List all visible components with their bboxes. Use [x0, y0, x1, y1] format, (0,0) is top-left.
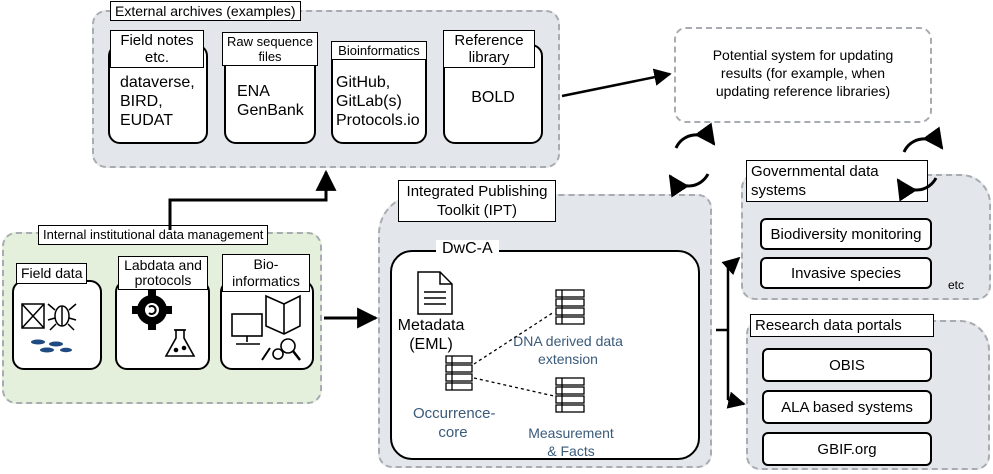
research-portals-title: Research data portals — [750, 314, 934, 337]
archive-item: BIRD, — [120, 93, 163, 110]
gear-icon — [132, 290, 172, 330]
gov-item-biodiversity-monitoring: Biodiversity monitoring — [760, 218, 932, 250]
external-archives-title: External archives (examples) — [110, 1, 301, 21]
archive-header-bioinformatics: Bioinformatics — [331, 41, 427, 60]
portal-item-ala: ALA based systems — [762, 390, 932, 424]
internal-card-label-labdata: Labdata and protocols — [118, 256, 208, 290]
archive-item: GitLab(s) — [336, 93, 402, 110]
archive-item: GitHub, — [336, 74, 391, 91]
metadata-document-icon — [417, 271, 453, 315]
arrow-to-governmental — [721, 256, 741, 276]
gov-item-invasive-species: Invasive species — [760, 257, 932, 289]
internal-card-label-field-data: Field data — [16, 263, 88, 284]
arrow-to-research-portals — [726, 391, 746, 409]
archive-items-raw-sequence: ENA GenBank — [237, 82, 304, 120]
archive-item: dataverse, — [120, 74, 195, 91]
archive-item: ENA — [237, 83, 270, 100]
dwca-measurement-label: Measurement & Facts — [528, 425, 614, 459]
portal-item-gbif: GBIF.org — [762, 432, 932, 466]
archive-items-field-notes: dataverse, BIRD, EUDAT — [120, 73, 195, 130]
archive-header-reference-library: Reference library — [443, 30, 535, 68]
archive-header-field-notes: Field notes etc. — [110, 30, 204, 68]
bioinformatics-icon — [231, 294, 301, 361]
field-data-icon — [21, 303, 77, 331]
measurement-table-icon — [555, 377, 585, 413]
archive-item: Protocols.io — [336, 112, 420, 129]
archive-item: GenBank — [237, 102, 304, 119]
dwca-dna-extension-label: DNA derived data extension — [513, 333, 623, 367]
archive-header-raw-sequence: Raw sequence files — [222, 32, 318, 66]
internal-card-label-bioinformatics: Bio-informatics — [222, 254, 310, 292]
potential-system-box — [674, 27, 932, 123]
dna-extension-table-icon — [555, 289, 585, 325]
portal-item-obis: OBIS — [762, 348, 932, 382]
arrow-internal-to-external — [168, 169, 337, 230]
arrow-external-to-potential — [561, 68, 672, 98]
internal-data-management-title: Internal institutional data management — [38, 225, 269, 245]
dashed-link-occurrence-measurement — [473, 377, 555, 397]
governmental-etc: etc — [948, 278, 965, 292]
fish-icon — [31, 339, 72, 353]
flask-icon — [164, 329, 196, 357]
archive-items-bioinformatics: GitHub, GitLab(s) Protocols.io — [336, 73, 420, 130]
occurrence-table-icon — [445, 355, 473, 391]
archive-items-reference-library: BOLD — [443, 88, 543, 107]
bracket-ipt-outputs — [716, 268, 730, 400]
potential-system-text: Potential system for updating results (f… — [712, 47, 894, 99]
archive-item: BOLD — [471, 89, 515, 106]
dashed-link-occurrence-dna — [473, 311, 555, 365]
cycle-arrows-icon-right — [896, 126, 944, 202]
dwca-title: DwC-A — [436, 240, 499, 258]
archive-item: EUDAT — [120, 112, 174, 129]
dwca-metadata-label: Metadata (EML) — [397, 317, 465, 353]
cycle-arrows-icon-left — [668, 122, 716, 198]
dwca-occurrence-label: Occurrence- core — [413, 405, 496, 441]
ipt-title: Integrated Publishing Toolkit (IPT) — [398, 180, 556, 222]
